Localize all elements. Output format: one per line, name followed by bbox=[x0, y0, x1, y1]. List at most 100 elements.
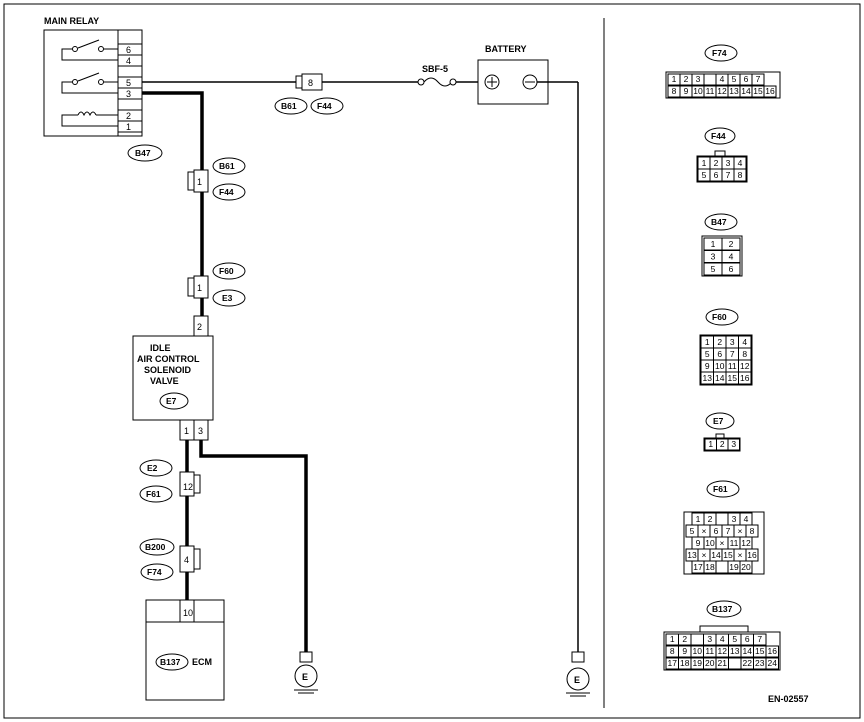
iacv-pin: 2 bbox=[197, 322, 202, 332]
connector-view-title: F60 bbox=[712, 312, 727, 322]
connector-cell-label: 18 bbox=[705, 562, 715, 572]
connector-cell-label: 17 bbox=[668, 658, 678, 668]
connector-cell bbox=[727, 438, 740, 451]
relay-pin: 4 bbox=[126, 56, 131, 66]
battery-title: BATTERY bbox=[485, 44, 527, 54]
connector-cell bbox=[751, 73, 765, 86]
connector-cell bbox=[733, 168, 747, 182]
ground-left: E bbox=[294, 651, 318, 694]
connector-cell-label: 5 bbox=[732, 634, 737, 644]
connector-cell-label: 6 bbox=[714, 526, 719, 536]
connector-cell-label: 4 bbox=[729, 252, 734, 262]
connector-cell-label: 7 bbox=[730, 349, 735, 359]
connector-pin: 1 bbox=[197, 283, 202, 293]
connector-cell-label: 13 bbox=[730, 646, 740, 656]
connector-cell-label: 12 bbox=[741, 538, 751, 548]
connector-ref-f61: F61 bbox=[146, 489, 161, 499]
relay-to-iacv-wire bbox=[142, 91, 204, 316]
diagram-frame bbox=[3, 3, 861, 719]
connector-cell-label: 3 bbox=[696, 74, 701, 84]
connector-ref-b137: B137 bbox=[160, 657, 181, 667]
connector-cell-label: 10 bbox=[715, 361, 725, 371]
connector-cell-label: 16 bbox=[747, 550, 757, 560]
connector-cell-label: 2 bbox=[708, 514, 713, 524]
connector-cell bbox=[738, 371, 752, 385]
connector-cell-label: 5 bbox=[705, 349, 710, 359]
ground-label: E bbox=[302, 672, 308, 682]
connector-cell-label: 2 bbox=[720, 439, 725, 449]
connector-cell-label: 3 bbox=[726, 158, 731, 168]
connector-view-title: F74 bbox=[712, 48, 727, 58]
connector-cell-label: 5 bbox=[732, 74, 737, 84]
connector-cell-label: 8 bbox=[670, 646, 675, 656]
connector-cell-label: 8 bbox=[738, 170, 743, 180]
blank-pin-icon: × bbox=[738, 550, 743, 560]
blank-pin-icon: × bbox=[720, 538, 725, 548]
connector-cell-label: 10 bbox=[693, 86, 703, 96]
ecm-label: ECM bbox=[192, 657, 212, 667]
connector-e2-f61: 12 E2 F61 bbox=[139, 459, 201, 503]
connector-cell bbox=[715, 512, 729, 526]
ecm-pin: 10 bbox=[183, 608, 193, 618]
connector-cell-label: 16 bbox=[740, 373, 750, 383]
connector-cell-label: 1 bbox=[672, 74, 677, 84]
iacv-ground-wire bbox=[199, 440, 308, 652]
connector-cell-label: 13 bbox=[729, 86, 739, 96]
connector-cell-label: 10 bbox=[705, 538, 715, 548]
connector-cell-label: 22 bbox=[743, 658, 753, 668]
relay-pin: 2 bbox=[126, 111, 131, 121]
connector-cell-label: 7 bbox=[726, 526, 731, 536]
connector-b61-f44-top: 8 B61 F44 bbox=[274, 73, 344, 115]
connector-ref-e3: E3 bbox=[222, 293, 233, 303]
figure-code: EN-02557 bbox=[768, 694, 809, 704]
connector-f60-e3: 1 F60 E3 bbox=[187, 262, 246, 307]
connector-cell bbox=[763, 85, 777, 98]
connector-cell-label: 8 bbox=[742, 349, 747, 359]
iacv-label: VALVE bbox=[150, 376, 179, 386]
connector-cell bbox=[765, 645, 779, 658]
connector-cell-label: 12 bbox=[717, 86, 727, 96]
iacv-label: IDLE bbox=[150, 343, 171, 353]
connector-cell-label: 11 bbox=[730, 538, 739, 548]
fuse-label: SBF-5 bbox=[422, 64, 448, 74]
connector-cell-label: 2 bbox=[682, 634, 687, 644]
connector-ref-b61: B61 bbox=[219, 161, 235, 171]
connector-cell-label: 6 bbox=[745, 634, 750, 644]
connector-cell-label: 19 bbox=[729, 562, 739, 572]
blank-pin-icon: × bbox=[702, 550, 707, 560]
connector-cell-label: 6 bbox=[744, 74, 749, 84]
connector-cell-label: 19 bbox=[693, 658, 703, 668]
connector-view-title: E7 bbox=[713, 416, 724, 426]
relay-pin: 6 bbox=[126, 45, 131, 55]
connector-cell bbox=[715, 560, 729, 574]
connector-pin: 4 bbox=[184, 555, 189, 565]
connector-cell-label: 4 bbox=[720, 74, 725, 84]
connector-cell-label: 2 bbox=[729, 239, 734, 249]
connector-cell-label: 1 bbox=[702, 158, 707, 168]
ground-icon bbox=[294, 664, 318, 688]
connector-cell-label: 2 bbox=[717, 337, 722, 347]
ground-right: E bbox=[566, 651, 590, 697]
connector-cell-label: 7 bbox=[756, 74, 761, 84]
connector-view-title: F44 bbox=[711, 131, 726, 141]
connector-cell-label: 8 bbox=[750, 526, 755, 536]
fuse-sbf5: SBF-5 bbox=[417, 64, 457, 87]
connector-pin: 12 bbox=[183, 482, 193, 492]
connector-ref-b61: B61 bbox=[281, 101, 297, 111]
connector-cell-label: 7 bbox=[726, 170, 731, 180]
connector-cell-label: 20 bbox=[741, 562, 751, 572]
connector-cell-label: 24 bbox=[768, 658, 778, 668]
connector-cell-label: 1 bbox=[711, 239, 716, 249]
connector-pin: 8 bbox=[308, 78, 313, 88]
connector-cell bbox=[765, 657, 779, 670]
connector-cell-label: 14 bbox=[711, 550, 721, 560]
battery: BATTERY bbox=[477, 44, 579, 652]
connector-cell-label: 3 bbox=[711, 252, 716, 262]
connector-cell-label: 12 bbox=[740, 361, 750, 371]
connector-cell-label: 15 bbox=[728, 373, 738, 383]
connector-cell-label: 18 bbox=[680, 658, 690, 668]
relay-switch-icon bbox=[61, 39, 118, 94]
